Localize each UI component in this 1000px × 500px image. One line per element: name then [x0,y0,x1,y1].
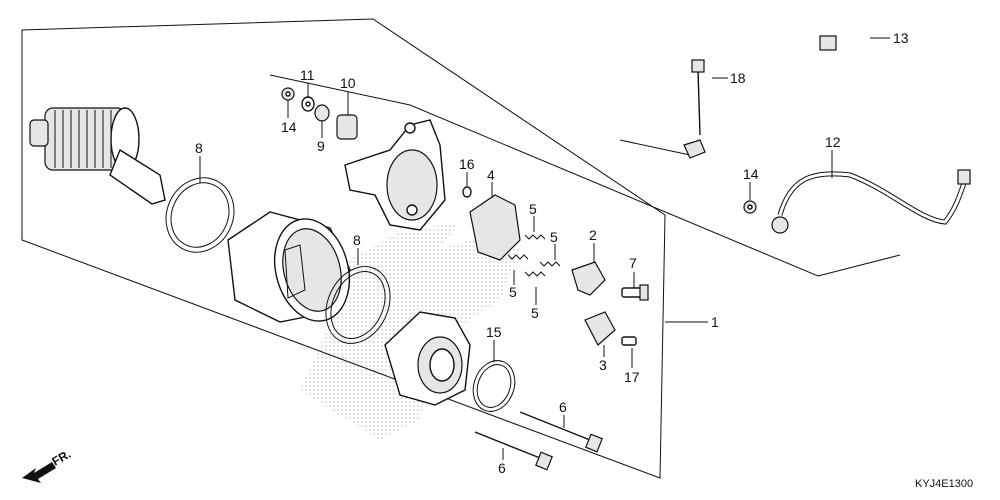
callout-16: 16 [459,156,475,172]
callout-14a: 14 [281,119,297,135]
callout-17: 17 [624,369,640,385]
callout-labels: 1 2 3 4 5 5 5 5 6 6 7 8 8 9 10 11 12 13 … [195,30,909,476]
nut-14-cable [743,200,757,214]
o-ring-15 [472,360,516,412]
washer-16 [462,186,472,198]
nut-14-top [281,87,295,101]
callout-18: 18 [730,70,746,86]
bolt-18 [691,59,705,136]
callout-5b: 5 [550,229,558,245]
armature [29,107,166,205]
springs-5 [507,234,561,277]
assembly-frame [21,18,666,479]
callout-12: 12 [825,134,841,150]
callout-5c: 5 [509,284,517,300]
cable-frame [269,74,901,277]
callout-5d: 5 [531,305,539,321]
cable-frame-edge [619,139,691,156]
motor-yoke [227,211,351,323]
terminal-3 [584,311,616,346]
bolt-6-upper [519,411,603,453]
callout-10: 10 [340,75,356,91]
terminal-2 [571,261,606,296]
callout-6b: 6 [498,460,506,476]
callout-8a: 8 [195,140,203,156]
drawing-code: KYJ4E1300 [915,478,973,490]
callout-4: 4 [487,167,495,183]
callout-3: 3 [599,357,607,373]
front-direction-arrow: FR. [22,447,73,483]
front-cover [384,311,471,406]
callout-14b: 14 [743,166,759,182]
o-ring-8-left [165,177,235,253]
leader-lines [199,37,890,460]
screw-7 [621,284,649,301]
callout-2: 2 [589,227,597,243]
callout-8b: 8 [353,232,361,248]
bolt-6-lower [474,431,553,471]
o-ring-15-inner [476,364,512,408]
callout-15: 15 [486,324,502,340]
o-ring-8-right [325,266,391,344]
screw-17 [621,336,637,346]
brush-holder-4 [469,194,521,261]
o-ring-8-left-inner [170,182,230,248]
washer-11 [301,96,315,112]
o-ring-8-right-inner [330,271,386,339]
washer-9 [314,104,330,122]
callout-9: 9 [317,138,325,154]
callout-5a: 5 [529,201,537,217]
callout-13: 13 [893,30,909,46]
callout-11: 11 [300,67,315,83]
rear-cover [344,119,446,231]
ground-cable-12 [771,169,971,234]
starter-cable-13 [683,30,861,159]
callout-7: 7 [629,255,637,271]
callout-1: 1 [711,314,719,330]
callout-6a: 6 [559,399,567,415]
bushing-10 [336,114,358,140]
